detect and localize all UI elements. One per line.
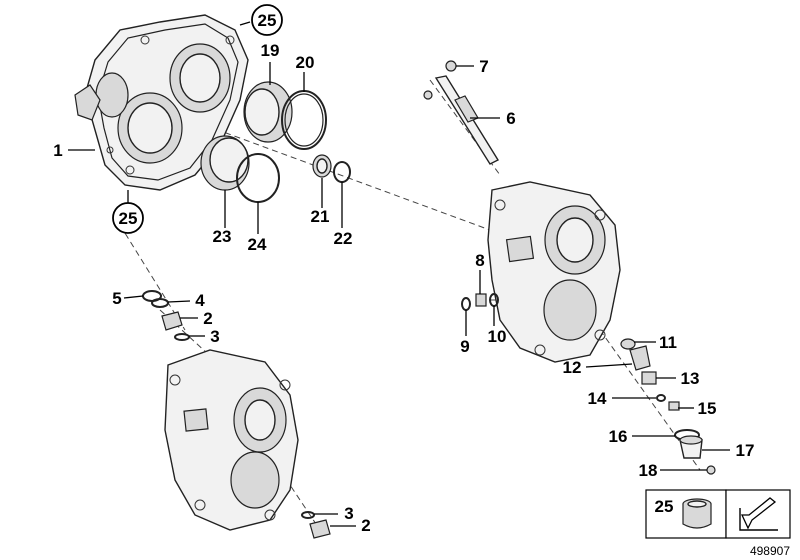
callout-21: 21: [311, 207, 330, 226]
ring-4: [151, 298, 169, 308]
callout-22: 22: [334, 229, 353, 248]
callout-8: 8: [475, 251, 484, 270]
callout-label: 25: [258, 11, 277, 30]
plug-13: [641, 371, 657, 385]
sleeve-2-lower: [309, 519, 331, 539]
callout-2-upper: 2: [203, 309, 212, 328]
callout-11: 11: [659, 333, 677, 352]
sleeve-2-upper: [161, 311, 183, 331]
callout-14: 14: [588, 389, 607, 408]
callout-24: 24: [248, 235, 267, 254]
washer-9: [461, 297, 471, 311]
callout-6: 6: [506, 109, 515, 128]
callout-numbers: 1 19 20 23 24 21 22 7 6 8 9 10 11 12 13 …: [53, 41, 754, 535]
leader-lines: [68, 21, 730, 527]
callout-5: 5: [112, 289, 121, 308]
plug-8: [475, 293, 487, 307]
fastener-arrow-icon: [739, 497, 778, 531]
callout-15: 15: [698, 399, 717, 418]
o-ring-3-lower: [301, 511, 315, 519]
callout-3-lower: 3: [344, 504, 353, 523]
callout-12: 12: [563, 358, 582, 377]
callout-17: 17: [736, 441, 755, 460]
callout-19: 19: [261, 41, 280, 60]
bushing-icon: [682, 498, 712, 529]
filter-12: [629, 345, 651, 371]
drain-plug-17: [679, 435, 703, 459]
legend-callout-25: 25: [655, 497, 674, 516]
callout-13: 13: [681, 369, 700, 388]
callout-20: 20: [296, 53, 315, 72]
callout-3-upper: 3: [210, 327, 219, 346]
legend-box: 25: [645, 489, 791, 539]
callout-9: 9: [460, 337, 469, 356]
nut-7: [445, 60, 457, 72]
callout-7: 7: [479, 57, 488, 76]
callout-2-lower: 2: [361, 516, 370, 535]
shift-shaft-6: [423, 75, 499, 165]
seal-21: [312, 154, 332, 178]
callout-23: 23: [213, 227, 232, 246]
lower-gear-housing: [164, 349, 299, 531]
callout-18: 18: [639, 461, 658, 480]
sealing-ring-18: [706, 465, 716, 475]
screw-15: [668, 401, 680, 411]
o-ring-14: [656, 394, 666, 402]
diagram-id: 498907: [750, 544, 790, 558]
right-gear-housing: [487, 181, 621, 363]
ring-11: [620, 338, 636, 350]
callout-label: 25: [119, 209, 138, 228]
callout-25-top: 25: [251, 4, 283, 36]
callout-10: 10: [488, 327, 507, 346]
callout-25-left: 25: [112, 202, 144, 234]
o-ring-22: [333, 161, 351, 183]
callout-4: 4: [195, 291, 205, 310]
callout-1: 1: [53, 141, 62, 160]
callout-16: 16: [609, 427, 628, 446]
o-ring-3-upper: [174, 333, 190, 341]
shaft-seal-19: [243, 81, 293, 143]
